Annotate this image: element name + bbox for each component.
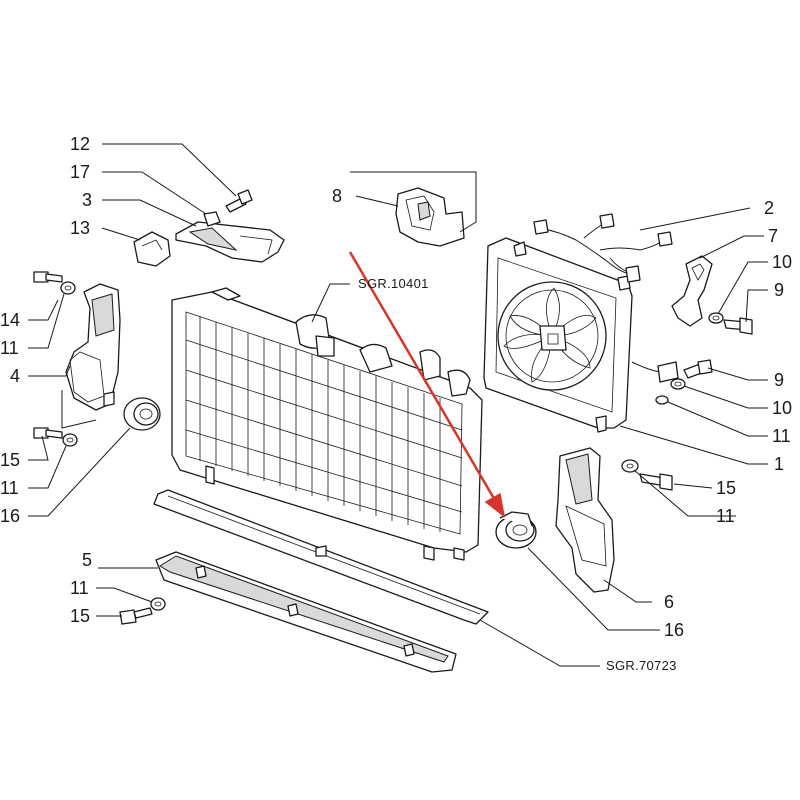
highlight-arrow bbox=[348, 251, 506, 518]
clip-13 bbox=[133, 231, 171, 267]
reference-sgr-70723: SGR.70723 bbox=[606, 658, 677, 673]
deflector-left bbox=[65, 283, 121, 411]
callout-11-left-bottom: 11 bbox=[0, 478, 19, 498]
callout-15-bottom: 15 bbox=[70, 606, 90, 626]
callout-11-right-low: 11 bbox=[716, 506, 735, 526]
upper-bracket bbox=[175, 221, 285, 263]
callout-2: 2 bbox=[764, 198, 774, 218]
callout-7: 7 bbox=[768, 226, 778, 246]
bracket bbox=[671, 255, 713, 327]
callout-6: 6 bbox=[664, 592, 674, 612]
callout-16-left: 16 bbox=[0, 506, 20, 526]
callout-15-left: 15 bbox=[0, 450, 20, 470]
hardware-right bbox=[621, 312, 753, 491]
callout-9-mid: 9 bbox=[774, 370, 784, 390]
rubber-mount-right bbox=[495, 511, 537, 549]
rubber-mount-left bbox=[123, 397, 161, 431]
callout-10-top: 10 bbox=[772, 252, 792, 272]
wiring-harness bbox=[533, 213, 679, 383]
callout-15-right: 15 bbox=[716, 478, 736, 498]
callout-11-bottom: 11 bbox=[70, 578, 89, 598]
callout-3: 3 bbox=[82, 190, 92, 210]
reference-sgr-10401: SGR.10401 bbox=[358, 276, 429, 291]
callout-5: 5 bbox=[82, 550, 92, 570]
callout-4: 4 bbox=[10, 366, 20, 386]
callout-labels: 12 17 3 13 8 2 7 10 9 14 11 4 15 11 16 9… bbox=[0, 134, 792, 673]
callout-13: 13 bbox=[70, 218, 90, 238]
fan-assembly bbox=[483, 237, 633, 433]
callout-1: 1 bbox=[774, 454, 784, 474]
callout-17: 17 bbox=[70, 162, 90, 182]
callout-8: 8 bbox=[332, 186, 342, 206]
deflector-right bbox=[555, 447, 615, 593]
callout-11-right-mid: 11 bbox=[772, 426, 791, 446]
radiator bbox=[171, 287, 483, 561]
callout-9-top: 9 bbox=[774, 280, 784, 300]
clip-8 bbox=[395, 187, 465, 247]
bumper-bar bbox=[155, 551, 457, 673]
lower-crossmember bbox=[153, 489, 489, 625]
hardware-bottom-left bbox=[119, 597, 166, 625]
callout-11-left-top: 11 bbox=[0, 338, 19, 358]
callout-12: 12 bbox=[70, 134, 90, 154]
callout-14: 14 bbox=[0, 310, 20, 330]
callout-16-right: 16 bbox=[664, 620, 684, 640]
nut-17 bbox=[203, 211, 221, 227]
screw-12 bbox=[225, 189, 253, 213]
callout-10-mid: 10 bbox=[772, 398, 792, 418]
leader-lines bbox=[28, 143, 768, 667]
hardware-left bbox=[33, 271, 78, 447]
